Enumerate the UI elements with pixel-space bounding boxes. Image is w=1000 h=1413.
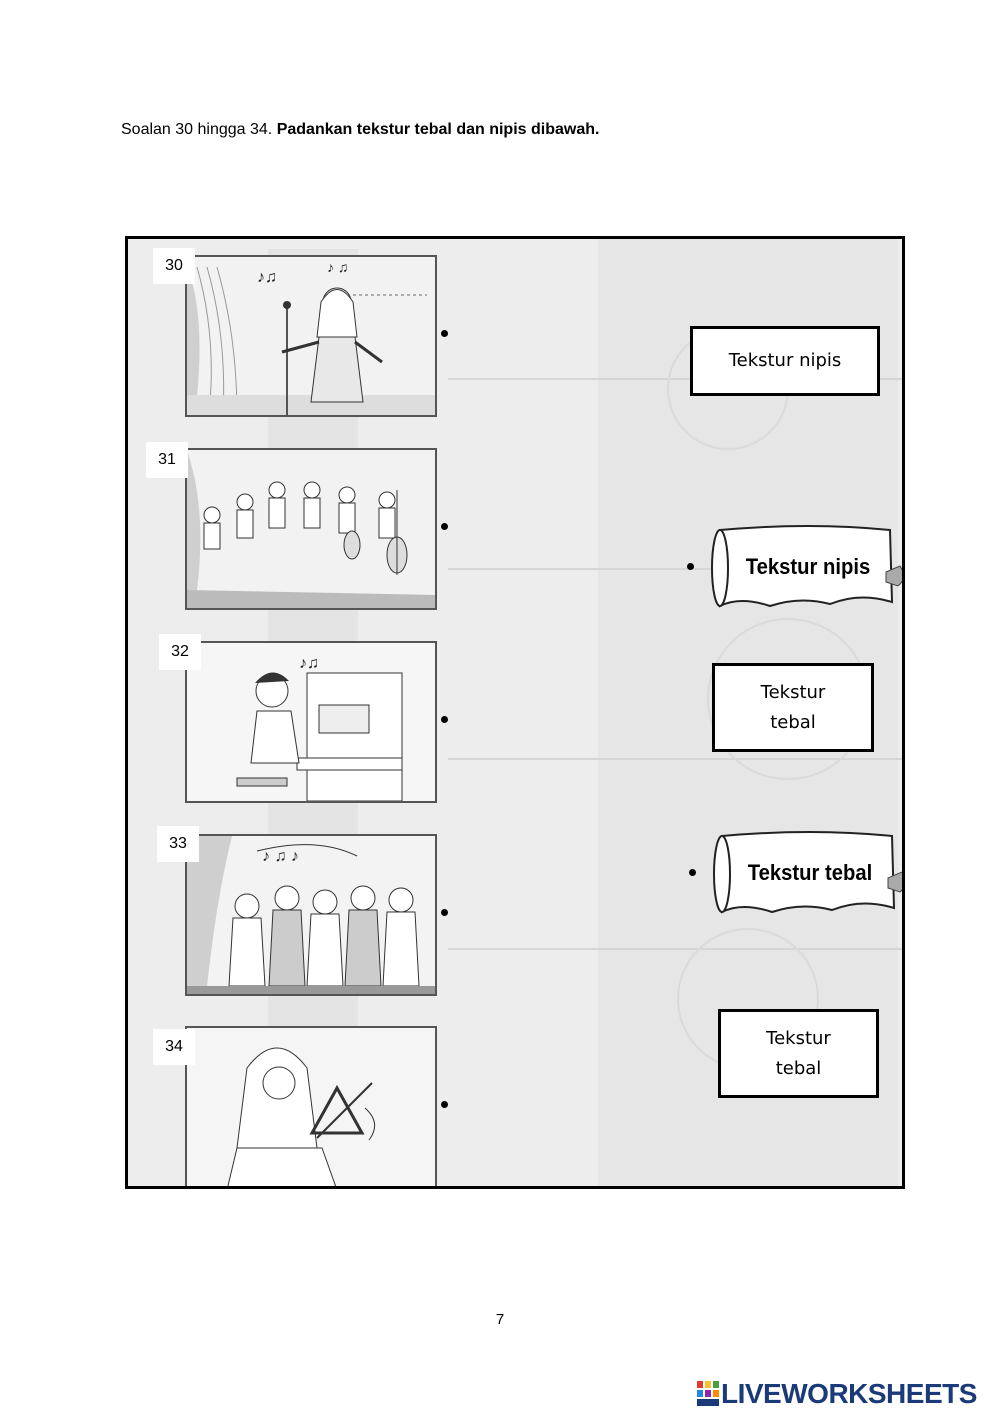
answer-label-group: Tekstur tebal xyxy=(761,678,826,738)
scroll-shape xyxy=(711,525,902,608)
answer-label-group: Tekstur tebal xyxy=(766,1024,831,1084)
svg-text:♪♫: ♪♫ xyxy=(299,655,319,672)
match-dot-answer[interactable] xyxy=(689,869,696,876)
page-number: 7 xyxy=(495,1311,505,1328)
answer-label: Tekstur nipis xyxy=(745,554,871,579)
answer-box[interactable]: Tekstur tebal xyxy=(712,663,874,752)
svg-text:♪♫: ♪♫ xyxy=(257,269,277,286)
answer-label-line2: tebal xyxy=(775,1057,822,1079)
instruction-bold: Padankan tekstur tebal dan nipis dibawah… xyxy=(276,121,600,138)
scroll-shape xyxy=(713,831,902,914)
match-dot-question-34[interactable] xyxy=(441,1101,448,1108)
liveworksheets-logo[interactable]: LIVEWORKSHEETS xyxy=(697,1378,977,1410)
picture-triangle-player xyxy=(185,1026,437,1186)
question-number: 34 xyxy=(153,1029,195,1065)
question-number: 32 xyxy=(159,634,201,670)
matching-exercise-frame: ♪♫ ♪ ♫ 30 31 xyxy=(125,236,905,1189)
instruction-prefix: Soalan 30 hingga 34. xyxy=(121,121,273,138)
answer-scroll[interactable]: Tekstur tebal xyxy=(712,828,902,918)
liveworksheets-logo-icon xyxy=(697,1381,719,1406)
instruction-text: Soalan 30 hingga 34. Padankan tekstur te… xyxy=(121,121,599,139)
question-number: 33 xyxy=(157,826,199,862)
match-dot-answer[interactable] xyxy=(687,563,694,570)
match-dot-question-32[interactable] xyxy=(441,716,448,723)
answer-label-line1: Tekstur xyxy=(760,681,826,703)
answer-label: Tekstur nipis xyxy=(728,350,842,371)
answer-label-line2: tebal xyxy=(770,711,816,733)
answer-box[interactable]: Tekstur nipis xyxy=(690,326,880,396)
answer-label: Tekstur tebal xyxy=(747,860,873,885)
picture-pianist: ♪♫ xyxy=(185,641,437,803)
match-dot-question-30[interactable] xyxy=(441,330,448,337)
answer-box[interactable]: Tekstur tebal xyxy=(718,1009,879,1098)
answer-label-line1: Tekstur xyxy=(766,1027,831,1049)
answer-scroll[interactable]: Tekstur nipis xyxy=(710,522,902,612)
question-number: 31 xyxy=(146,442,188,478)
picture-singer: ♪♫ ♪ ♫ xyxy=(185,255,437,417)
svg-text:♪ ♫ ♪: ♪ ♫ ♪ xyxy=(262,848,299,865)
match-dot-question-31[interactable] xyxy=(441,523,448,530)
svg-text:♪ ♫: ♪ ♫ xyxy=(327,259,348,275)
brand-name: LIVEWORKSHEETS xyxy=(721,1378,977,1409)
match-dot-question-33[interactable] xyxy=(441,909,448,916)
question-number: 30 xyxy=(153,248,195,284)
picture-orchestra xyxy=(185,448,437,610)
picture-choir: ♪ ♫ ♪ xyxy=(185,834,437,996)
